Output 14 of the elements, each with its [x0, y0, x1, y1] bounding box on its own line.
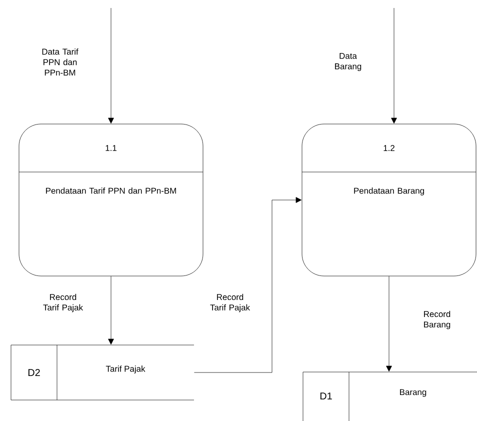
- data-store: D1 Barang: [302, 372, 477, 421]
- process-box: 1.1 Pendataan Tarif PPN dan PPn-BM: [18, 124, 204, 276]
- arrow: [108, 276, 114, 345]
- edge-label: Record Tarif Pajak: [39, 292, 87, 314]
- process-box: 1.2 Pendataan Barang: [302, 124, 476, 276]
- edge-label: Data Tarif PPN dan PPn-BM: [37, 47, 83, 77]
- edge-label: Record Tarif Pajak: [206, 292, 254, 314]
- data-store: D2 Tarif Pajak: [10, 344, 194, 400]
- arrow: [391, 8, 397, 124]
- arrow: [108, 8, 114, 124]
- edge-label: Data Barang: [327, 52, 369, 72]
- arrow: [194, 197, 302, 373]
- arrow: [386, 276, 392, 372]
- edge-label: Record Barang: [416, 310, 458, 330]
